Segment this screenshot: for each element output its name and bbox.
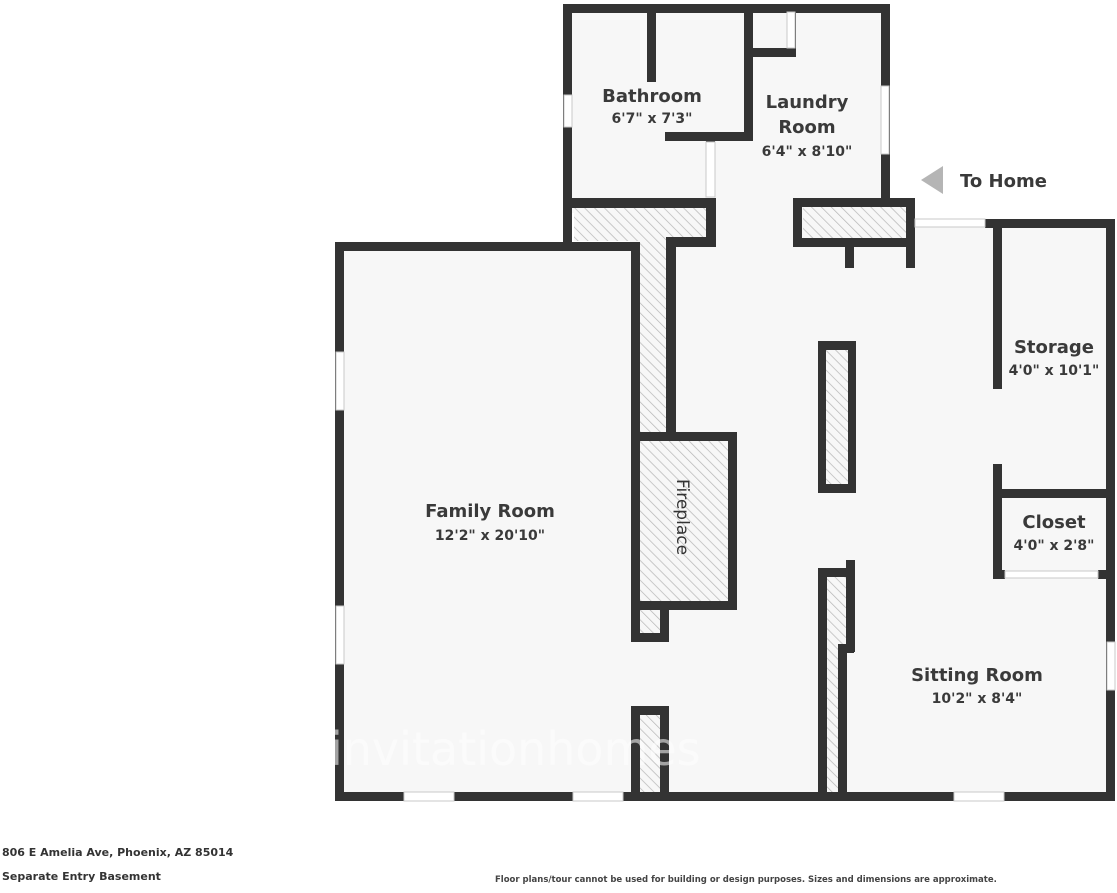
room-dim-storage: 4'0" x 10'1" [1009, 363, 1100, 379]
windows [335, 11, 1116, 802]
room-name-sitting-room: Sitting Room [911, 665, 1043, 686]
level-name: Separate Entry Basement [2, 870, 161, 883]
room-name-family-room: Family Room [425, 501, 555, 522]
walls [335, 4, 1115, 801]
window [953, 791, 1005, 802]
window [1106, 641, 1116, 691]
room-name-bathroom: Bathroom [602, 86, 702, 107]
room-dim-family-room: 12'2" x 20'10" [435, 528, 545, 544]
window [880, 85, 890, 155]
watermark: invitationhomes [330, 722, 701, 776]
disclaimer: Floor plans/tour cannot be used for buil… [495, 875, 997, 885]
floor-area [338, 8, 1112, 800]
window [335, 605, 345, 665]
address: 806 E Amelia Ave, Phoenix, AZ 85014 [2, 846, 234, 859]
room-dim-laundry: 6'4" x 8'10" [762, 144, 853, 160]
room-name-closet: Closet [1022, 512, 1086, 533]
to-home-label: To Home [960, 171, 1047, 192]
room-dim-sitting-room: 10'2" x 8'4" [932, 691, 1023, 707]
window [403, 791, 455, 802]
window [335, 351, 345, 411]
window [563, 94, 573, 128]
doorway [705, 141, 716, 198]
room-name-laundry-line2: Room [778, 117, 835, 138]
closet-opening [1004, 570, 1099, 579]
arrow-left-icon [921, 166, 943, 194]
doorway [786, 11, 796, 49]
window [572, 791, 624, 802]
fireplace-label: Fireplace [672, 479, 692, 555]
room-dim-closet: 4'0" x 2'8" [1014, 538, 1095, 554]
room-name-laundry: Laundry [766, 92, 849, 113]
entry-opening [914, 218, 986, 228]
room-name-storage: Storage [1014, 337, 1094, 358]
room-dim-bathroom: 6'7" x 7'3" [612, 111, 693, 127]
